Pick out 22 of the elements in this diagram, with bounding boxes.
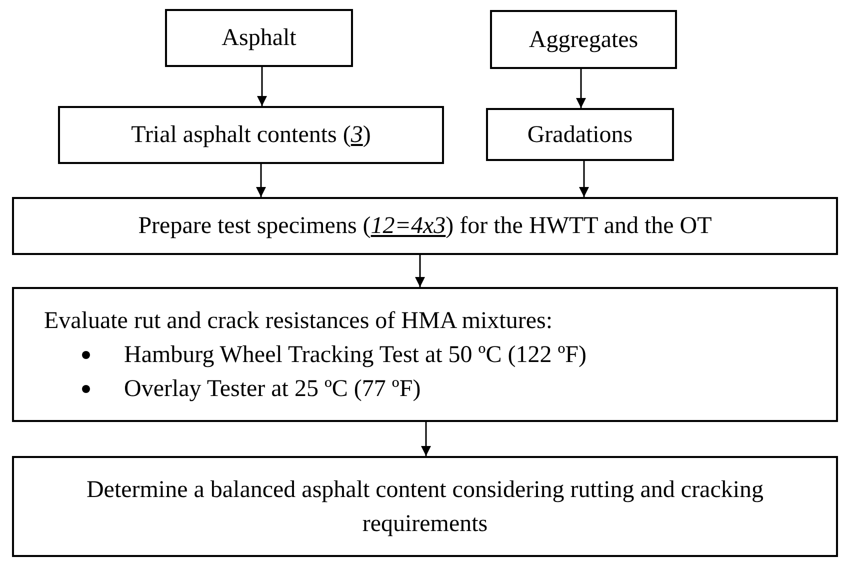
arrow xyxy=(579,161,589,197)
arrow xyxy=(256,164,266,197)
box-text: Trial asphalt contents (3) xyxy=(131,121,371,150)
process-box xyxy=(165,9,353,67)
arrow xyxy=(421,422,431,456)
bullet-text: Overlay Tester at 25 ºC (77 ºF) xyxy=(124,374,421,404)
box-text: Gradations xyxy=(527,120,633,150)
process-box xyxy=(490,10,677,69)
arrow xyxy=(415,255,425,287)
process-box xyxy=(12,287,838,422)
bullet-text: Hamburg Wheel Tracking Test at 50 ºC (122 ºF) xyxy=(124,340,587,370)
arrow xyxy=(576,69,586,108)
process-box xyxy=(12,456,838,557)
process-box xyxy=(58,106,444,164)
box-text: Asphalt xyxy=(222,24,296,53)
arrow xyxy=(257,67,267,106)
process-box xyxy=(12,197,838,255)
box-text: Determine a balanced asphalt content considering rutting and cracking requirements xyxy=(85,476,765,538)
box-text: Aggregates xyxy=(528,26,638,54)
box-heading: Evaluate rut and crack resistances of HMA mixtures: xyxy=(44,306,554,336)
box-text: Prepare test specimens (12=4x3) for the HWTT and the OT xyxy=(138,212,712,241)
process-box xyxy=(486,108,674,161)
